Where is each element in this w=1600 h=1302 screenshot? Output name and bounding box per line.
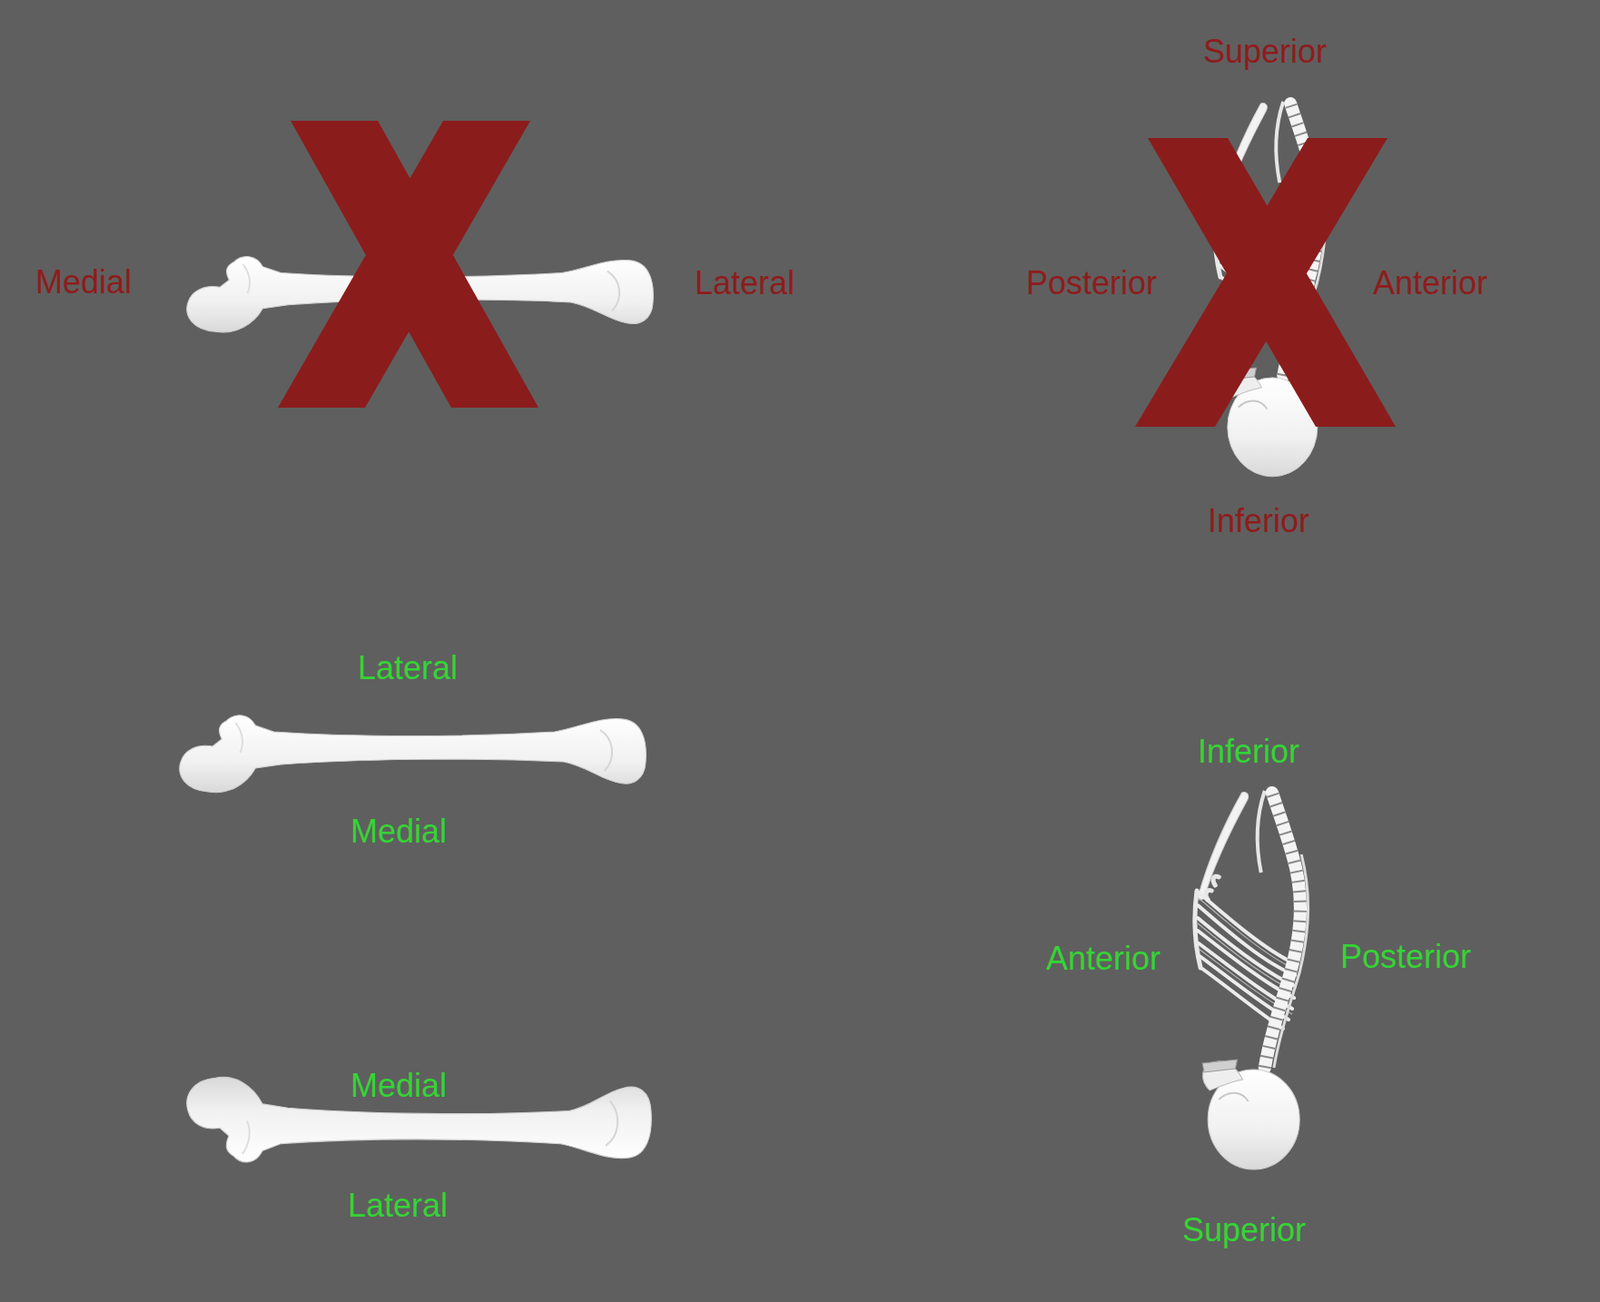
direction-label: Posterior — [1026, 265, 1157, 302]
direction-label: Lateral — [694, 265, 795, 302]
direction-label: Medial — [35, 264, 132, 301]
direction-label: Posterior — [1340, 938, 1472, 976]
direction-label: Superior — [1182, 1212, 1306, 1249]
cross-mark — [277, 120, 539, 408]
direction-label: Superior — [1203, 33, 1327, 70]
direction-label: Lateral — [357, 650, 458, 687]
direction-label: Lateral — [347, 1187, 448, 1225]
spine-skeleton — [1195, 790, 1309, 1170]
direction-label: Inferior — [1197, 733, 1300, 771]
direction-label: Anterior — [1372, 265, 1488, 302]
cross-mark — [1135, 138, 1396, 427]
direction-label: Medial — [350, 1067, 447, 1105]
direction-label: Anterior — [1046, 940, 1161, 978]
femur-bone — [179, 715, 647, 793]
direction-label: Medial — [350, 813, 447, 850]
direction-label: Inferior — [1207, 503, 1310, 540]
